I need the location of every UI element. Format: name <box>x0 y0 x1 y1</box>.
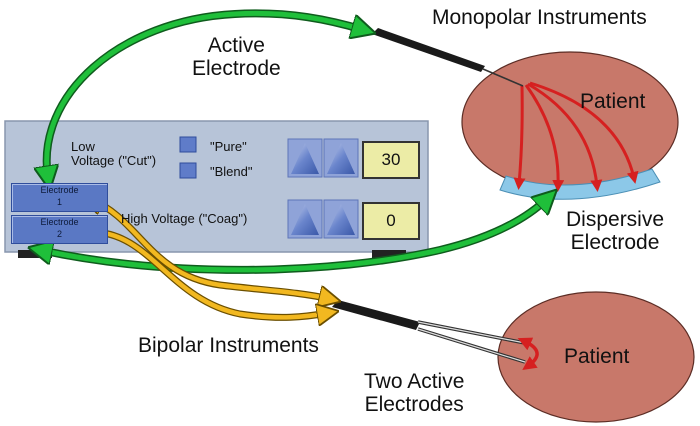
pure-indicator[interactable] <box>179 136 197 153</box>
active-electrode-line2: Electrode <box>192 57 281 81</box>
active-electrode-label: Active Electrode <box>192 34 281 80</box>
blend-indicator[interactable] <box>179 162 197 179</box>
electrode-1-label: Electrode <box>40 185 79 195</box>
two-active-electrodes-label: Two Active Electrodes <box>364 370 464 416</box>
low-voltage-up-button[interactable] <box>323 138 359 178</box>
monopolar-instrument <box>372 28 524 87</box>
electrode-2-label: Electrode <box>40 217 79 227</box>
high-voltage-label: High Voltage ("Coag") <box>121 211 248 226</box>
blend-label: "Blend" <box>210 164 253 179</box>
two-active-electrodes-line2: Electrodes <box>364 393 464 417</box>
low-voltage-line2: Voltage ("Cut") <box>71 153 157 169</box>
high-voltage-down-button[interactable] <box>287 199 323 239</box>
electrode-1-button[interactable]: Electrode 1 <box>11 183 108 212</box>
dispersive-electrode-label: Dispersive Electrode <box>566 208 664 254</box>
current-flow-arrows <box>513 81 639 192</box>
high-voltage-display: 0 <box>362 202 420 240</box>
monopolar-instruments-label: Monopolar Instruments <box>432 6 647 29</box>
low-voltage-display: 30 <box>362 141 420 179</box>
two-active-electrodes-line1: Two Active <box>364 370 465 393</box>
bipolar-instrument <box>332 300 526 364</box>
pure-label: "Pure" <box>210 139 247 154</box>
patient-bottom-label: Patient <box>564 345 630 368</box>
patient-top-label: Patient <box>580 90 646 113</box>
high-voltage-up-button[interactable] <box>323 199 359 239</box>
bipolar-instruments-label: Bipolar Instruments <box>138 334 319 357</box>
electrode-2-number: 2 <box>56 229 62 239</box>
active-electrode-line1: Active <box>207 34 265 57</box>
low-voltage-line1: Low <box>71 139 95 154</box>
electrode-2-button[interactable]: Electrode 2 <box>11 215 108 244</box>
bipolar-circuit-arrows <box>92 200 330 317</box>
patient-bottom-body <box>497 291 695 423</box>
low-voltage-label: Low Voltage ("Cut") <box>71 139 157 169</box>
dispersive-electrode-line2: Electrode <box>570 231 660 255</box>
electrode-1-number: 1 <box>56 197 62 207</box>
dispersive-electrode-line1: Dispersive <box>566 208 665 231</box>
bipolar-current-arrow <box>517 337 539 371</box>
low-voltage-down-button[interactable] <box>287 138 323 178</box>
